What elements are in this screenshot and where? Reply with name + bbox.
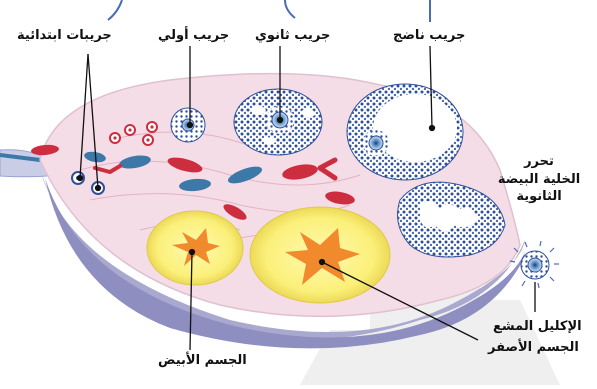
label-ovulation-line3: الثانوية bbox=[497, 188, 581, 206]
corpus-albicans bbox=[147, 211, 243, 285]
label-ovulation: تحرر الخلية البيضة الثانوية bbox=[497, 153, 581, 206]
label-corpus-luteum: الجسم الأصفر bbox=[488, 339, 579, 357]
mature-follicle bbox=[347, 84, 463, 180]
label-mature-follicle: جريب ناضج bbox=[393, 27, 465, 45]
corpus-luteum bbox=[250, 207, 390, 303]
label-corpus-albicans: الجسم الأبيض bbox=[158, 352, 247, 370]
top-line-mid bbox=[285, 0, 295, 18]
label-primordial-follicle: جريب أولي bbox=[158, 27, 229, 45]
label-ovulation-line2: الخلية البيضة bbox=[497, 171, 581, 189]
label-primary-follicles: جريبات ابتدائية bbox=[17, 27, 112, 45]
label-ovulation-line1: تحرر bbox=[497, 153, 581, 171]
label-secondary-follicle: جريب ثانوي bbox=[255, 27, 330, 45]
label-corona-radiata: الإكليل المشع bbox=[493, 318, 582, 336]
top-line-left bbox=[108, 0, 122, 20]
